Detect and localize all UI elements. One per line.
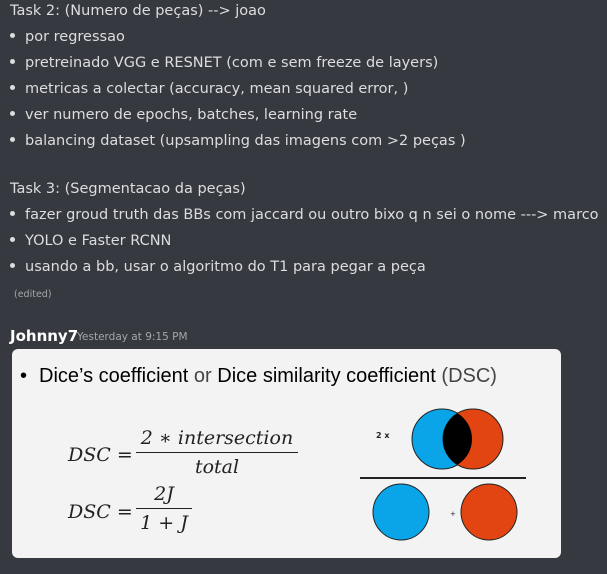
list-item-text: fazer groud truth das BBs com jaccard ou… — [25, 207, 599, 223]
list-item-text: balancing dataset (upsampling das imagen… — [25, 133, 466, 149]
list-item-text: metricas a colectar (accuracy, mean squa… — [25, 81, 409, 97]
dsc-fraction-1: 2 ∗ intersection total — [136, 427, 298, 478]
list-item: balancing dataset (upsampling das imagen… — [10, 132, 466, 150]
edited-label: (edited) — [14, 289, 52, 300]
message-timestamp[interactable]: Yesterday at 9:15 PM — [77, 331, 188, 343]
dice-venn-diagram: 2 x + — [360, 408, 526, 541]
task2-header: Task 2: (Numero de peças) --> joao — [10, 3, 266, 19]
slide-title-part1: Dice’s coefficient — [39, 365, 189, 387]
dsc1-denominator: total — [194, 456, 240, 478]
list-item: YOLO e Faster RCNN — [10, 232, 171, 250]
slide-title: •Dice’s coefficient or Dice similarity c… — [20, 365, 497, 387]
dsc-fraction-2: 2J 1 + J — [136, 483, 192, 534]
list-item-text: usando a bb, usar o algoritmo do T1 para… — [25, 259, 426, 275]
list-item: pretreinado VGG e RESNET (com e sem free… — [10, 54, 438, 72]
list-item-text: por regressao — [25, 29, 125, 45]
list-item: metricas a colectar (accuracy, mean squa… — [10, 80, 408, 98]
total-circle-b — [460, 483, 518, 541]
task3-header: Task 3: (Segmentacao da peças) — [10, 181, 246, 197]
dsc2-denominator: 1 + J — [140, 512, 188, 534]
venn-multiplier-label: 2 x — [376, 431, 390, 440]
total-circle-a — [372, 483, 430, 541]
list-item-text: ver numero de epochs, batches, learning … — [25, 107, 358, 123]
dsc-lhs-1: DSC = — [68, 444, 133, 466]
slide-title-abbr: (DSC) — [435, 365, 497, 387]
list-item: fazer groud truth das BBs com jaccard ou… — [10, 206, 599, 224]
list-item-text: YOLO e Faster RCNN — [25, 233, 172, 249]
list-item: ver numero de epochs, batches, learning … — [10, 106, 357, 124]
dsc1-numerator: 2 ∗ intersection — [140, 427, 294, 449]
plus-label: + — [450, 510, 456, 518]
list-item: usando a bb, usar o algoritmo do T1 para… — [10, 258, 426, 276]
venn-overlap — [442, 413, 473, 465]
slide-title-part2: Dice similarity coefficient — [217, 365, 436, 387]
list-item-text: pretreinado VGG e RESNET (com e sem free… — [25, 55, 439, 71]
dsc-lhs-2: DSC = — [68, 501, 133, 523]
dsc2-numerator: 2J — [154, 483, 174, 505]
slide-title-or: or — [188, 365, 218, 387]
list-item: por regressao — [10, 28, 125, 46]
image-attachment[interactable]: •Dice’s coefficient or Dice similarity c… — [12, 349, 561, 558]
author-name[interactable]: Johnny7 — [10, 327, 79, 345]
